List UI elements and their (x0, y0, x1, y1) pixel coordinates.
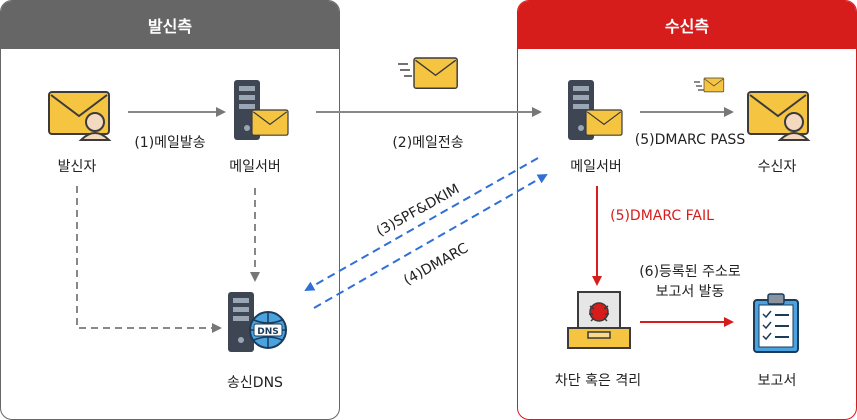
step-dmarc-pass-label: (5)DMARC PASS (634, 132, 746, 148)
report-label: 보고서 (757, 373, 797, 389)
sender-label: 발신자 (57, 159, 97, 175)
step-report-line1: (6)등록된 주소로 (639, 264, 741, 280)
dmarc-arrow (313, 174, 548, 309)
sender-panel: 발신측 (0, 0, 340, 420)
step-send-label: (1)메일발송 (134, 135, 206, 151)
sender-icon (48, 91, 112, 141)
in-transit-envelope-icon (398, 57, 458, 89)
recipient-icon (747, 91, 811, 141)
step-report-line2: 보고서 발동 (655, 284, 725, 300)
dns-badge-text: DNS (257, 327, 279, 337)
receiver-mail-server-icon (568, 80, 623, 140)
pass-envelope-icon (694, 77, 725, 93)
sender-to-dns-dashed (76, 186, 222, 333)
sender-dns-label: 송신DNS (227, 375, 283, 391)
step-dmarc-label: (4)DMARC (401, 240, 471, 289)
step-report-label: (6)등록된 주소로 보고서 발동 (639, 262, 741, 302)
sender-mail-server-label: 메일서버 (229, 159, 281, 175)
sender-dns-server-icon: DNS (228, 292, 287, 352)
recipient-label: 수신자 (757, 159, 797, 175)
report-clipboard-icon (753, 293, 799, 353)
receiver-mail-server-label: 메일서버 (570, 159, 622, 175)
sender-panel-title: 발신측 (1, 1, 339, 49)
quarantine-icon (567, 291, 631, 349)
spf-dkim-arrow (304, 157, 539, 291)
step-spf-dkim-label: (3)SPF&DKIM (374, 181, 462, 240)
step-dmarc-fail-label: (5)DMARC FAIL (610, 208, 714, 224)
receiver-panel-title: 수신측 (518, 1, 856, 49)
sender-mail-server-icon (234, 80, 289, 140)
quarantine-label: 차단 혹은 격리 (554, 373, 642, 389)
step-transfer-label: (2)메일전송 (392, 135, 464, 151)
